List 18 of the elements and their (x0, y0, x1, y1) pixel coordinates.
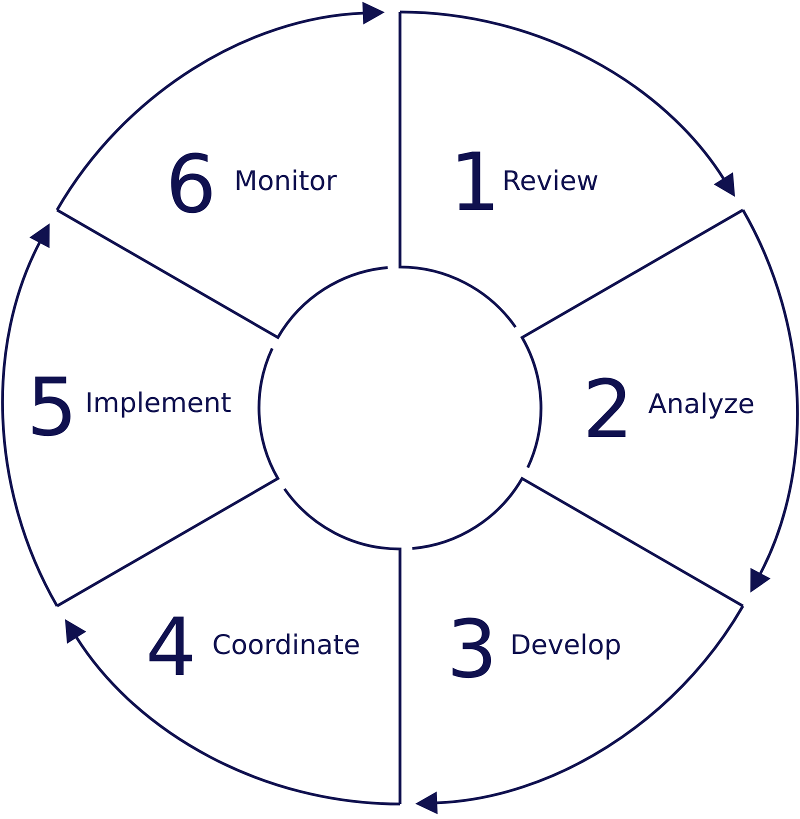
ring-segment (398, 12, 598, 328)
ring-segment (412, 477, 744, 678)
step-number: 5 (32, 376, 70, 436)
step-number: 6 (171, 152, 212, 214)
step-number: 2 (588, 378, 626, 437)
step-label: Develop (512, 634, 620, 660)
step-number: 4 (149, 616, 192, 675)
step-label: Coordinate (214, 634, 359, 654)
ring-segment (32, 348, 280, 608)
ring-segment (56, 152, 388, 339)
step-number: 1 (458, 152, 494, 210)
ring-segment (520, 208, 754, 468)
step-number: 3 (452, 618, 492, 678)
step-label: Analyze (648, 392, 754, 419)
step-label: Review (504, 170, 598, 190)
step-label: Implement (88, 392, 231, 418)
step-label: Monitor (236, 170, 337, 190)
ring-segment (149, 488, 402, 804)
